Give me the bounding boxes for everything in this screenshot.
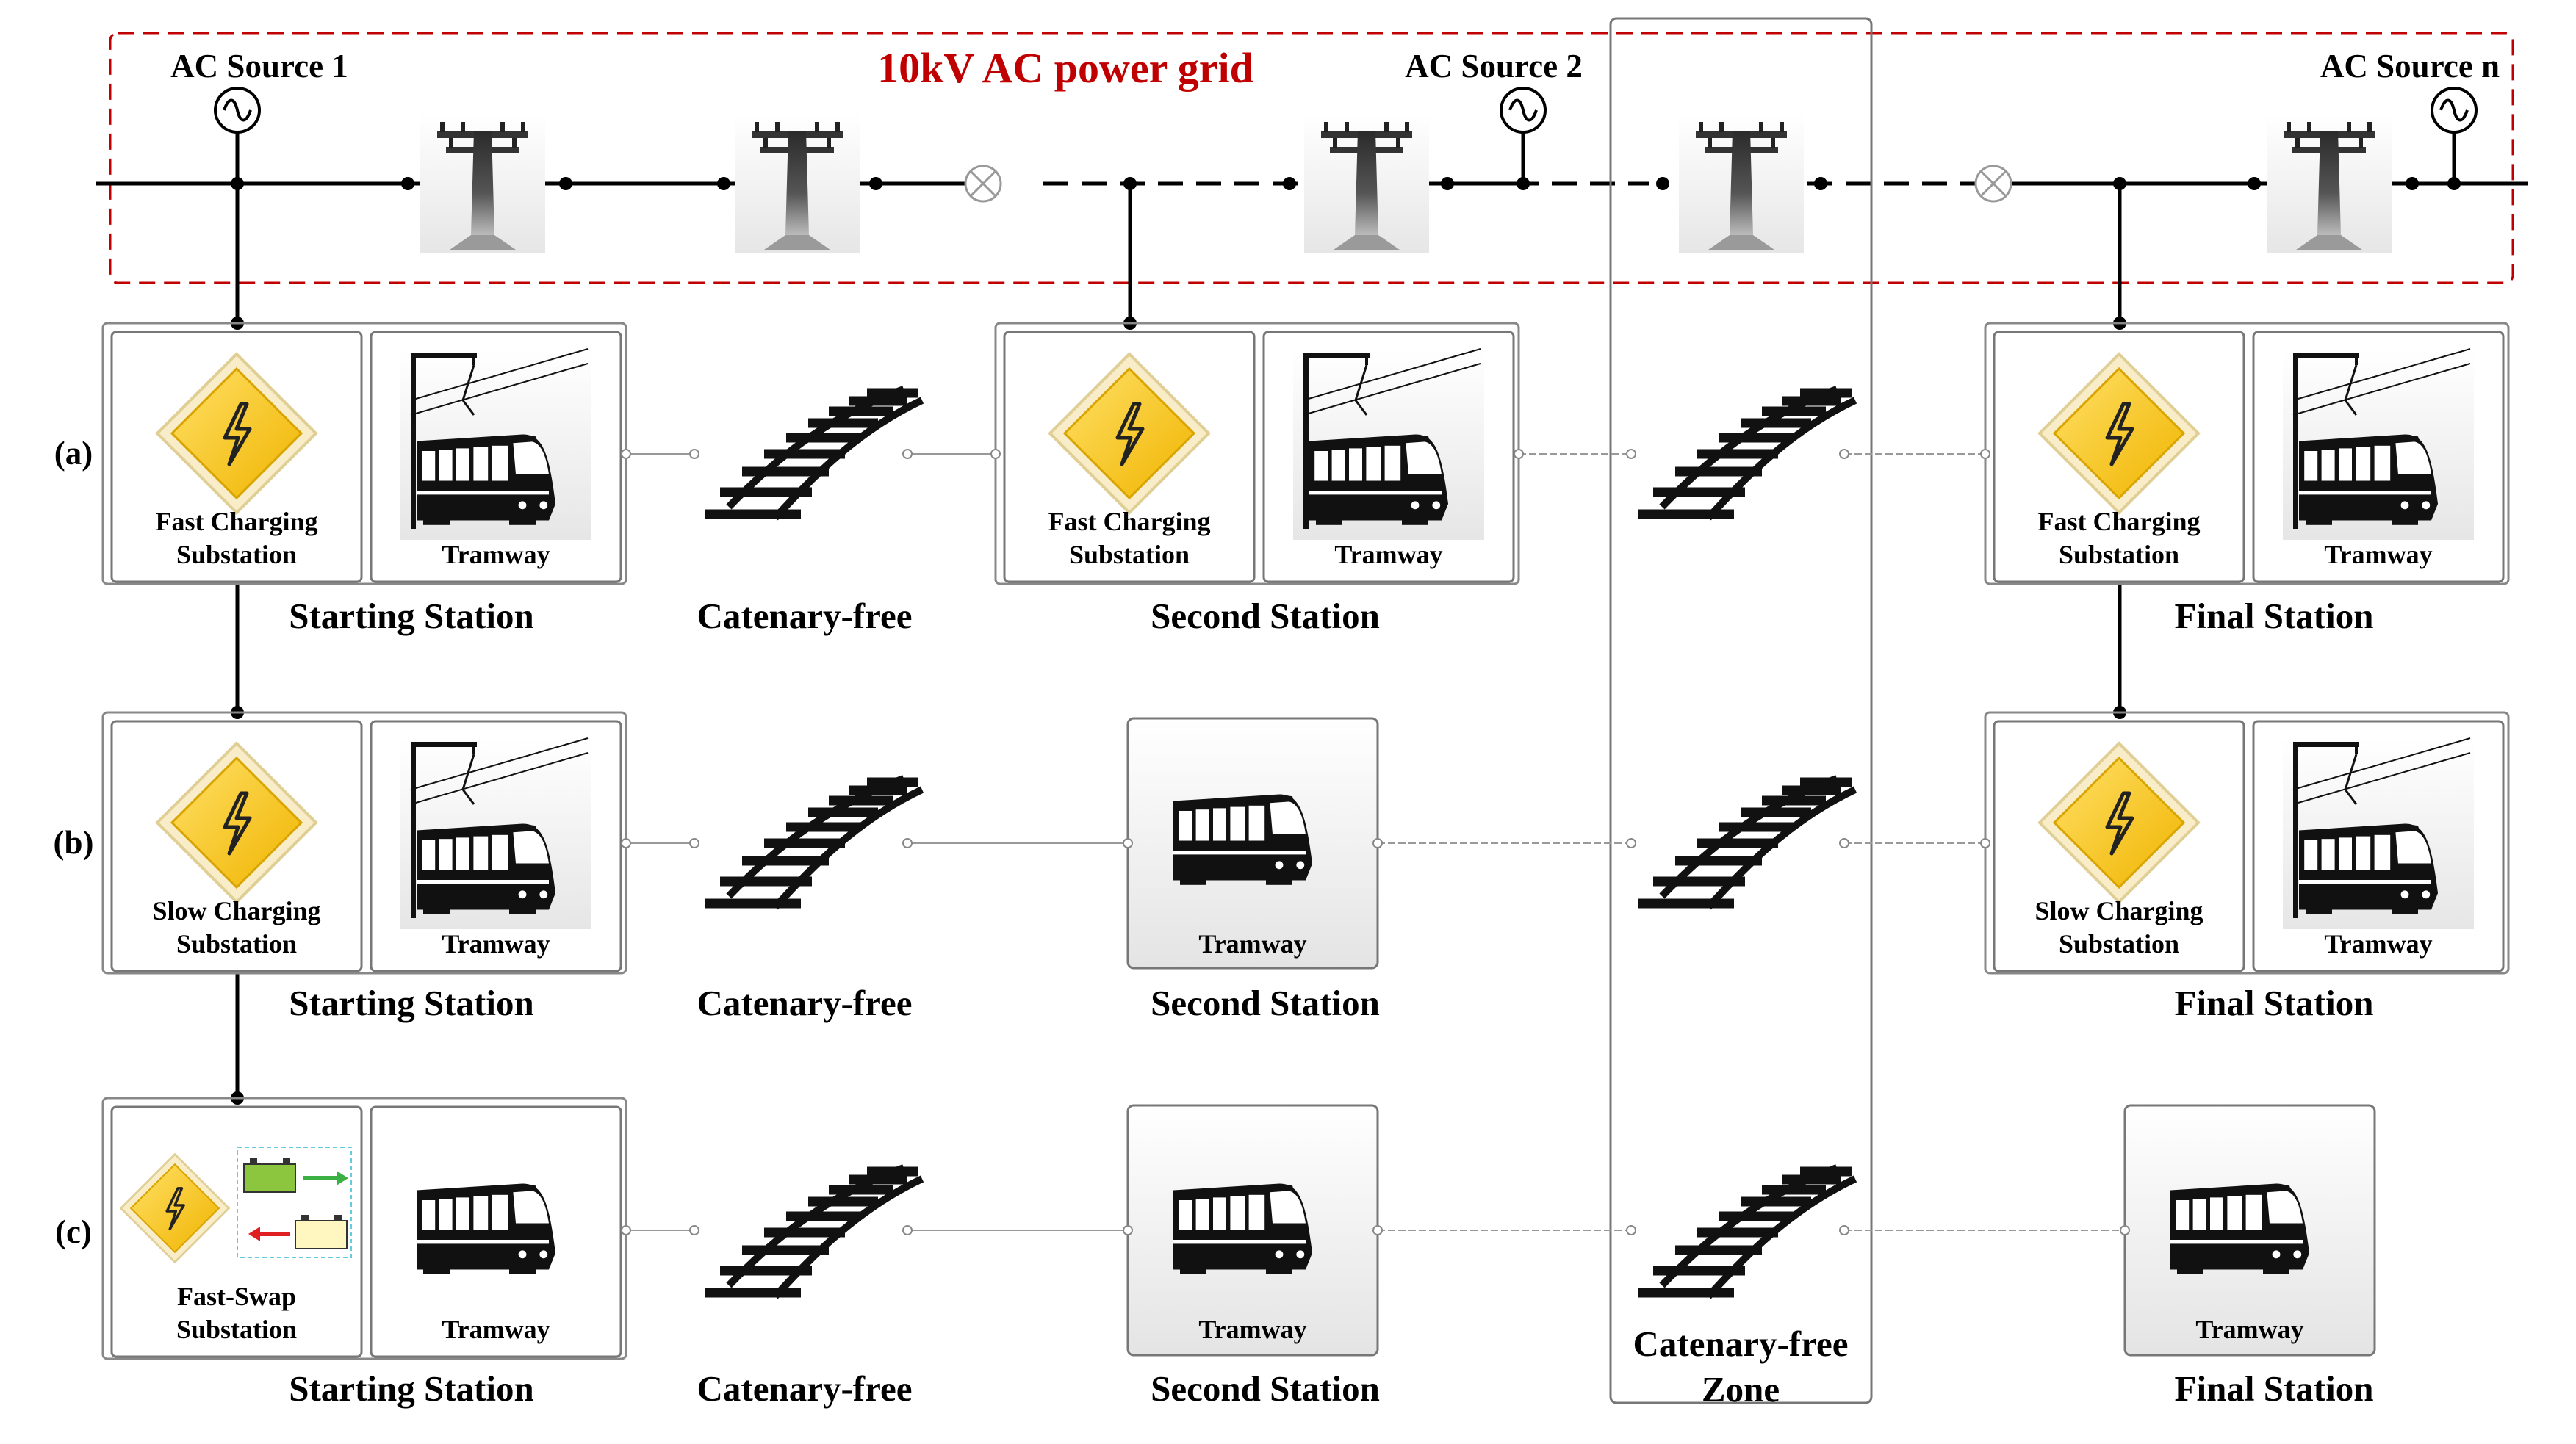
track-icon [705,1168,922,1296]
battery-icon [295,1215,348,1249]
substation-label: Substation [176,929,297,959]
substation-label: Fast Charging [2037,507,2200,536]
segment-label-catenary-free: Catenary-free [697,1368,913,1409]
tramway-label: Tramway [442,540,550,569]
substation-label: Substation [1069,540,1190,569]
ac-source-2-label: AC Source 2 [1405,48,1583,84]
station-label-second: Second Station [1151,596,1380,636]
catenary-free-zone-box [1609,17,1873,1404]
tram-icon [400,738,591,929]
row-a: Fast Charging Substation Tramway Fast Ch… [101,322,2510,636]
tramway-label: Tramway [2324,929,2432,959]
station-label-final: Final Station [2175,983,2374,1023]
tramway-label: Tramway [2324,540,2432,569]
power-pole-icon [2267,114,2392,253]
station-label-second: Second Station [1151,983,1380,1023]
zone-label-line2: Zone [1702,1369,1780,1409]
track-icon [1638,1168,1855,1296]
row-label-c: (c) [55,1213,92,1250]
arrow-icon [248,1227,290,1241]
substation-label: Substation [176,1315,297,1344]
station-label-starting: Starting Station [289,596,534,636]
row-b: Slow Charging Substation Tramway Tramway… [101,711,2510,1023]
tram-icon [417,1183,555,1274]
battery-icon [243,1158,296,1193]
tram-icon [1173,794,1312,885]
station-label-second: Second Station [1151,1368,1380,1409]
tramway-label: Tramway [1198,1315,1306,1344]
tram-icon [1173,1183,1312,1274]
substation-label: Fast-Swap [177,1282,296,1311]
substation-label: Substation [2059,929,2179,959]
track-icon [1638,779,1855,907]
power-pole-icon [1679,114,1804,253]
breaker-icon [964,165,1002,203]
power-pole-icon [735,114,860,253]
tram-icon [1293,349,1484,540]
breaker-icon [1974,165,2012,203]
power-pole-icon [420,114,545,253]
substation-label: Slow Charging [2034,896,2203,925]
tram-icon [2283,738,2474,929]
grid-title: 10kV AC power grid [877,44,1253,92]
ac-source-icon [214,87,261,134]
track-icon [1638,389,1855,518]
substation-label: Substation [2059,540,2179,569]
substation-label: Fast Charging [155,507,317,536]
row-c: Fast-Swap Substation Tramway Tramway Tra… [101,1097,2376,1409]
power-pole-icon [1304,114,1429,253]
tramway-label: Tramway [1334,540,1442,569]
tramway-label: Tramway [1198,929,1306,959]
substation-label: Substation [176,540,297,569]
substation-label: Slow Charging [152,896,320,925]
track-icon [705,389,922,518]
ac-source-icon [2431,87,2478,134]
segment-label-catenary-free: Catenary-free [697,983,913,1023]
row-label-b: (b) [54,824,94,861]
ac-source-n-label: AC Source n [2320,48,2500,84]
row-label-a: (a) [54,435,93,472]
battery-swap-panel [237,1147,352,1258]
tram-icon [400,349,591,540]
track-icon [705,779,922,907]
tramway-label: Tramway [442,929,550,959]
tram-icon [2283,349,2474,540]
station-label-starting: Starting Station [289,1368,534,1409]
station-label-final: Final Station [2175,1368,2374,1409]
tram-icon [2170,1183,2309,1274]
ac-source-1-label: AC Source 1 [170,48,348,84]
substation-label: Fast Charging [1048,507,1210,536]
tramway-label: Tramway [2195,1315,2303,1344]
station-label-final: Final Station [2175,596,2374,636]
arrow-icon [303,1171,348,1185]
station-label-starting: Starting Station [289,983,534,1023]
ac-source-icon [1500,87,1547,134]
tramway-label: Tramway [442,1315,550,1344]
segment-label-catenary-free: Catenary-free [697,596,913,636]
zone-label-line1: Catenary-free [1633,1324,1849,1364]
